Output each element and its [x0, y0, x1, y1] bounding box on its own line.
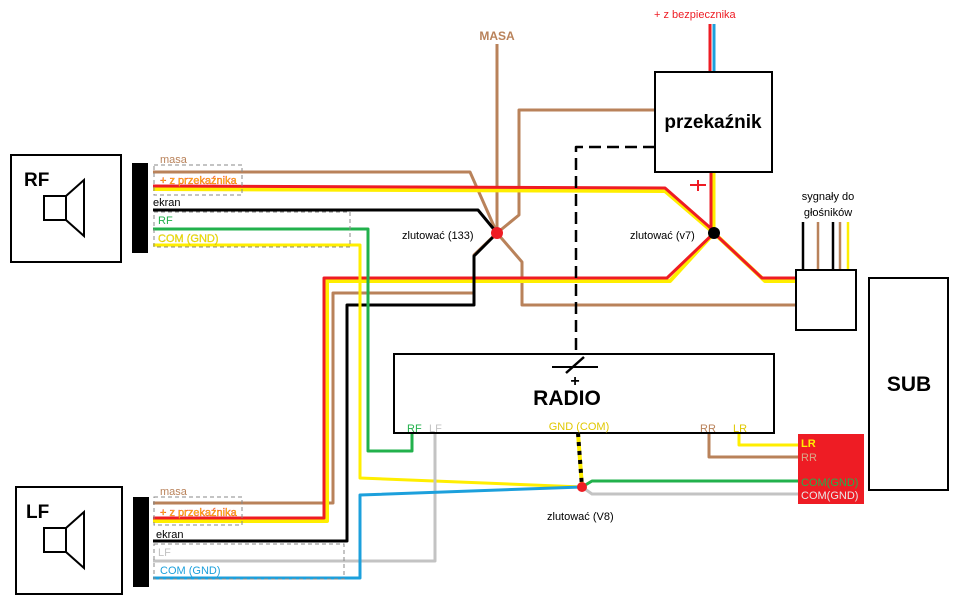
- lf-wire-label-signal: LF: [158, 547, 171, 559]
- lf-wire-label-masa: masa: [160, 486, 188, 498]
- wires: [152, 24, 850, 580]
- lf-speaker: LF: [15, 486, 149, 595]
- lf-wire-label-com: COM (GND): [160, 565, 221, 577]
- sub-label: SUB: [887, 373, 931, 396]
- rf-masa-wire: [153, 170, 499, 234]
- radio-pin-lf: LF: [429, 423, 442, 435]
- rf-ekran-wire: [153, 208, 499, 234]
- lf-wire-label-ekran: ekran: [156, 529, 184, 541]
- relay-control-wire: [574, 145, 655, 365]
- sub-input-lr: LR: [801, 438, 816, 450]
- relay: przekaźnik: [654, 71, 773, 173]
- lf-ekran-wire: [153, 231, 499, 543]
- solder-v8-label: zlutować (V8): [547, 511, 614, 523]
- masa-label: MASA: [479, 29, 515, 43]
- sub-input-block: [798, 434, 864, 504]
- solder-v7-label: zlutować (v7): [630, 230, 695, 242]
- solder-133-label: zlutować (133): [402, 230, 474, 242]
- radio-gnd-wire-dash: [576, 432, 584, 488]
- lf-connector: [133, 497, 149, 587]
- sub-box: [868, 277, 949, 491]
- rf-plus-wire-yellow: [152, 187, 716, 235]
- rf-speaker-label: RF: [24, 170, 49, 191]
- radio-label: RADIO: [533, 387, 601, 410]
- lf-com-wire: [153, 485, 583, 580]
- v7-to-lf-red: [153, 231, 716, 520]
- speaker-icon: [43, 509, 85, 571]
- rf-wire-label-plus: + z przekaźnika: [160, 175, 238, 187]
- dashed-guides: [153, 164, 351, 580]
- radio-switch: [565, 356, 585, 374]
- radio-plus: +: [570, 373, 579, 390]
- fuse-symbol: [690, 180, 706, 191]
- relay-box: [654, 71, 773, 173]
- radio-pin-rr: RR: [700, 423, 716, 435]
- rf-speaker: RF: [10, 154, 148, 263]
- junction-v8: [577, 482, 587, 492]
- rf-wire-label-ekran: ekran: [153, 197, 181, 209]
- radio-pin-lr: LR: [733, 423, 747, 435]
- lf-speaker-label: LF: [26, 502, 49, 523]
- relay-label: przekaźnik: [664, 112, 762, 133]
- signals-label-line1: sygnały do: [802, 191, 855, 203]
- radio-pin-gnd: GND (COM): [549, 421, 610, 433]
- junction-v7: [708, 227, 720, 239]
- sub-signal-connector: [795, 269, 857, 331]
- sub-input-com2: COM(GND): [801, 490, 858, 502]
- v8-to-sub-gray: [581, 485, 798, 496]
- radio: RADIO + RF LF GND (COM) RR LR: [393, 353, 775, 435]
- junction-133: [491, 227, 503, 239]
- rf-plus-wire-red: [152, 184, 715, 233]
- sub-input-com1: COM(GND): [801, 477, 858, 489]
- rf-connector: [132, 163, 148, 253]
- rf-wire-label-masa: masa: [160, 154, 188, 166]
- rr-to-sub-wire: [707, 433, 798, 459]
- rf-wire-label-signal: RF: [158, 215, 173, 227]
- lr-to-sub-wire: [737, 433, 798, 447]
- lf-signal-wire: [153, 433, 437, 563]
- speaker-icon: [43, 177, 85, 239]
- radio-pin-rf: RF: [407, 423, 422, 435]
- v8-to-sub-green: [581, 479, 798, 489]
- sub-input-rr: RR: [801, 452, 817, 464]
- rf-com-wire: [153, 243, 583, 489]
- junction-brown-out: [495, 232, 798, 307]
- sub: SUB LR RR COM(GND) COM(GND): [795, 269, 949, 504]
- v7-to-lf-yellow: [153, 231, 716, 523]
- rf-signal-wire: [153, 227, 414, 453]
- relay-coil-wire: [496, 108, 655, 235]
- fuse-label: + z bezpiecznika: [654, 9, 737, 21]
- v7-to-sub-red: [712, 231, 798, 280]
- lf-wire-label-plus: + z przekaźnika: [160, 507, 238, 519]
- signals-label-line2: głośników: [804, 207, 852, 219]
- rf-wire-label-com: COM (GND): [158, 233, 219, 245]
